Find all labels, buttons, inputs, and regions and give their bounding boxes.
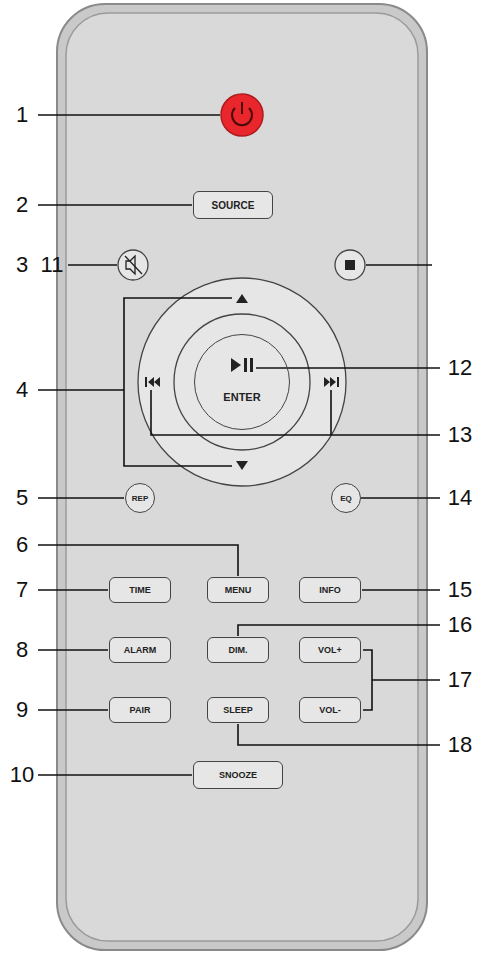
callout-number: 16	[448, 614, 472, 636]
sleep-button: SLEEP	[207, 697, 269, 723]
menu-button: MENU	[207, 577, 269, 603]
source-button: SOURCE	[193, 191, 273, 219]
mute-button	[118, 250, 148, 280]
repeat-button: REP	[125, 483, 155, 513]
button-label: DIM.	[229, 645, 248, 655]
callout-number: 2	[16, 194, 28, 216]
callout-number: 15	[448, 579, 472, 601]
snooze-button: SNOOZE	[193, 761, 283, 789]
button-label: MENU	[225, 585, 252, 595]
callout-number: 13	[448, 424, 472, 446]
stop-button	[335, 250, 365, 280]
next-icon	[324, 377, 339, 387]
callout-number: 4	[16, 379, 28, 401]
button-label: VOL-	[319, 705, 341, 715]
enter-button: ENTER	[194, 334, 290, 430]
callout-number: 11	[41, 254, 64, 276]
eq-button: EQ	[331, 483, 361, 513]
remote-body	[57, 4, 427, 950]
info-button: INFO	[299, 577, 361, 603]
callout-number: 12	[448, 357, 472, 379]
button-label: SOURCE	[212, 200, 255, 211]
button-label: PAIR	[130, 705, 151, 715]
navigation-ring	[138, 278, 346, 486]
volume-down-button: VOL-	[299, 697, 361, 723]
button-label: SNOOZE	[219, 770, 257, 780]
callout-number: 17	[448, 669, 472, 691]
time-button: TIME	[109, 577, 171, 603]
callout-number: 1	[16, 104, 28, 126]
callout-number: 8	[16, 639, 28, 661]
callout-number: 3	[16, 254, 28, 276]
previous-icon	[145, 377, 160, 387]
callout-number: 5	[16, 487, 28, 509]
callout-number: 6	[16, 534, 28, 556]
leader-lines	[38, 115, 440, 775]
button-label: ENTER	[223, 361, 260, 403]
volume-up-button: VOL+	[299, 637, 361, 663]
pair-button: PAIR	[109, 697, 171, 723]
alarm-button: ALARM	[109, 637, 171, 663]
button-label: REP	[132, 494, 148, 503]
button-label: ALARM	[124, 645, 157, 655]
callout-number: 9	[16, 699, 28, 721]
play-pause-icon	[231, 358, 253, 372]
button-label: SLEEP	[223, 705, 253, 715]
callout-number: 7	[16, 579, 28, 601]
button-label: INFO	[319, 585, 341, 595]
callout-number: 10	[10, 764, 34, 786]
button-label: VOL+	[318, 645, 342, 655]
callout-number: 14	[448, 487, 472, 509]
button-label: TIME	[129, 585, 151, 595]
callout-number: 18	[448, 734, 472, 756]
dim-button: DIM.	[207, 637, 269, 663]
button-label: EQ	[340, 494, 352, 503]
power-button	[221, 94, 263, 136]
